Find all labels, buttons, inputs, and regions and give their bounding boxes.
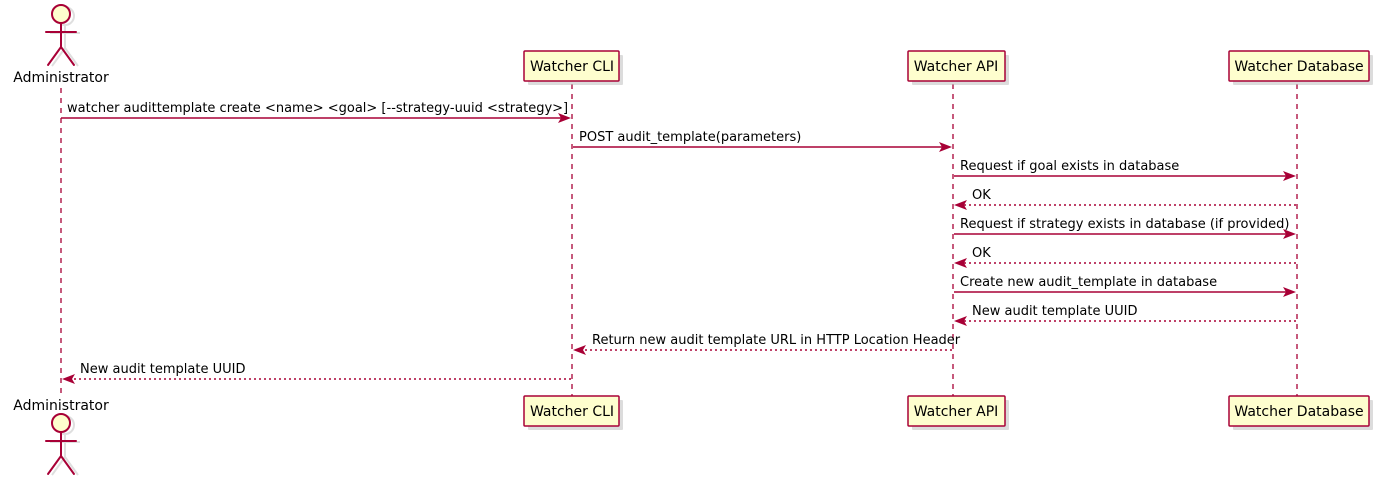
message-label: OK: [972, 246, 991, 261]
message-3[interactable]: Request if goal exists in database: [954, 159, 1296, 181]
lifelines: [60, 84, 1298, 396]
actor-label-administrator-top: Administrator: [13, 70, 109, 86]
arrowhead-right: [1283, 287, 1296, 297]
actor-leg-right: [60, 46, 75, 66]
participant-box[interactable]: [907, 50, 1006, 82]
message-label: watcher audittemplate create <name> <goa…: [67, 101, 568, 116]
participant-box[interactable]: [523, 50, 620, 82]
actor-head-icon: [51, 4, 71, 24]
message-label: POST audit_template(parameters): [579, 130, 801, 145]
arrowhead-right: [1283, 229, 1296, 239]
arrowhead-left: [62, 374, 75, 384]
participant-label-watcher-database: Watcher Database: [1234, 404, 1363, 420]
participant-label-watcher-cli: Watcher CLI: [530, 404, 614, 420]
message-label: Return new audit template URL in HTTP Lo…: [592, 333, 961, 348]
participant-watcher-cli-bottom[interactable]: Watcher CLI: [523, 395, 623, 430]
message-8[interactable]: New audit template UUID: [954, 304, 1296, 326]
arrowhead-right: [1283, 171, 1296, 181]
arrowhead-left: [954, 200, 967, 210]
actor-label-administrator-bottom: Administrator: [13, 398, 109, 414]
participant-label-watcher-api: Watcher API: [914, 59, 999, 75]
message-label: Request if strategy exists in database (…: [960, 217, 1289, 232]
message-label: New audit template UUID: [972, 304, 1137, 319]
participant-box[interactable]: [907, 395, 1006, 427]
message-10[interactable]: New audit template UUID: [62, 362, 571, 384]
participant-watcher-api-bottom[interactable]: Watcher API: [907, 395, 1009, 430]
arrowhead-left: [954, 258, 967, 268]
message-2[interactable]: POST audit_template(parameters): [573, 130, 952, 152]
actor-administrator-bottom[interactable]: Administrator: [13, 398, 109, 476]
message-7[interactable]: Create new audit_template in database: [954, 275, 1296, 297]
participant-watcher-cli-top[interactable]: Watcher CLI: [523, 50, 623, 85]
participant-watcher-api-top[interactable]: Watcher API: [907, 50, 1009, 85]
actor-leg-left: [47, 46, 62, 66]
actor-leg-right: [60, 455, 75, 475]
participant-label-watcher-api: Watcher API: [914, 404, 999, 420]
arrowhead-right: [939, 142, 952, 152]
actor-head-icon: [51, 413, 71, 433]
participant-watcher-database-top[interactable]: Watcher Database: [1228, 50, 1373, 85]
message-6[interactable]: OK: [954, 246, 1296, 268]
message-9[interactable]: Return new audit template URL in HTTP Lo…: [573, 333, 961, 355]
arrowhead-left: [573, 345, 586, 355]
participant-box[interactable]: [523, 395, 620, 427]
participant-box[interactable]: [1228, 395, 1370, 427]
actor-leg-left: [47, 455, 62, 475]
participant-label-watcher-cli: Watcher CLI: [530, 59, 614, 75]
message-label: Create new audit_template in database: [960, 275, 1217, 290]
message-1[interactable]: watcher audittemplate create <name> <goa…: [61, 101, 571, 123]
message-4[interactable]: OK: [954, 188, 1296, 210]
participant-watcher-database-bottom[interactable]: Watcher Database: [1228, 395, 1373, 430]
actor-administrator-top[interactable]: Administrator: [13, 4, 109, 86]
message-label: Request if goal exists in database: [960, 159, 1179, 174]
arrowhead-left: [954, 316, 967, 326]
participant-label-watcher-database: Watcher Database: [1234, 59, 1363, 75]
message-label: New audit template UUID: [80, 362, 245, 377]
participant-box[interactable]: [1228, 50, 1370, 82]
message-label: OK: [972, 188, 991, 203]
message-5[interactable]: Request if strategy exists in database (…: [954, 217, 1296, 239]
arrowhead-right: [558, 113, 571, 123]
